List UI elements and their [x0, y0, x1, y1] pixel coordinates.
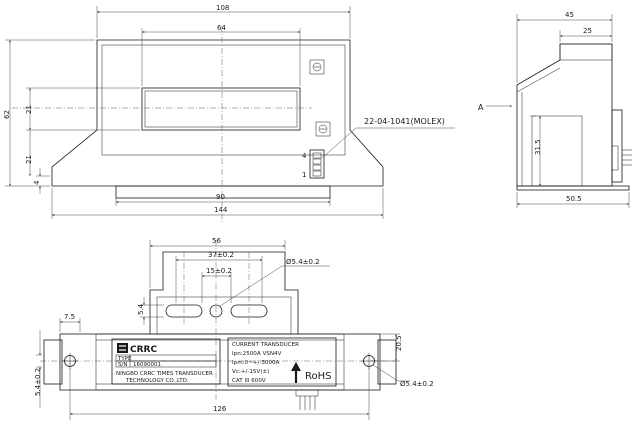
dim-base-depth: 50.5 [566, 195, 582, 203]
type-label: TYPE [117, 356, 132, 362]
molex-connector-icon [309, 149, 325, 179]
housing-outline [51, 39, 384, 187]
spec-line-2: Ipm:0~+/-3000A [232, 360, 280, 366]
brand-name: CRRC [130, 345, 157, 355]
dim-slot-pitch: 37±0.2 [208, 251, 234, 259]
sn-label: S/N [118, 362, 127, 368]
aperture-window [141, 87, 301, 131]
front-view: 4 1 22-04-1041(MOLEX) 108 64 62 21 21 [3, 4, 455, 222]
left-ear [43, 339, 63, 385]
aperture-inner [144, 90, 298, 128]
side-view: A 45 25 31.5 50.5 [478, 11, 632, 208]
connector-leader-line [321, 127, 455, 159]
label-plate: CRRC TYPE S/N 16090001 NINGBO CRRC TIMES… [111, 338, 221, 385]
dim-mount-spacing: 126 [213, 405, 227, 413]
current-direction-arrow-icon [291, 362, 301, 383]
dim-window-width: 64 [217, 24, 226, 32]
company-line-2: TECHNOLOGY CO.,LTD. [125, 378, 189, 384]
dim-right-hole: Ø5.4±0.2 [400, 380, 434, 388]
spec-plate: CURRENT TRANSDUCER Ipn:2500A VSN4V Ipm:0… [227, 337, 337, 387]
bottom-view: CRRC TYPE S/N 16090001 NINGBO CRRC TIMES… [34, 237, 434, 420]
dim-foot-height: 4 [33, 180, 41, 185]
sn-value: 16090001 [133, 362, 161, 368]
dim-lower-height: 21 [25, 155, 33, 164]
dim-top-depth: 25 [583, 27, 592, 35]
connector-pin-4-label: 4 [302, 152, 307, 160]
dim-slot-span: 56 [212, 237, 221, 245]
spec-line-3: Vc:+/-15V(±) [232, 369, 269, 375]
dim-edge-offset: 7.5 [64, 313, 75, 321]
dim-total-width: 108 [216, 4, 229, 12]
rohs-mark: RoHS [305, 371, 331, 382]
dim-right-height: 20.5 [395, 335, 403, 351]
side-terminal-icon [611, 109, 632, 183]
dim-left-hole: 5.4±0.2 [34, 368, 42, 396]
connector-callout: 22-04-1041(MOLEX) [364, 117, 445, 126]
company-line-1: NINGBO CRRC TIMES TRANSDUCER [116, 371, 213, 377]
dim-body-height: 31.5 [534, 139, 542, 155]
spec-line-4: CAT III 600V [232, 378, 266, 384]
dim-height: 62 [3, 110, 11, 119]
dim-total-base: 144 [214, 206, 228, 214]
dim-hole-spacing: 15±0.2 [206, 267, 232, 275]
dim-window-height: 21 [25, 105, 33, 114]
crrc-logo-icon [117, 343, 128, 353]
spec-title: CURRENT TRANSDUCER [232, 342, 299, 348]
housing-inner-frame [101, 44, 346, 156]
view-label-a: A [478, 103, 484, 112]
base-foot [115, 185, 331, 199]
left-mount-hole-icon [62, 353, 78, 369]
dim-total-depth: 45 [565, 11, 574, 19]
side-base-plate [516, 185, 630, 191]
dim-slot-hole: Ø5.4±0.2 [286, 258, 320, 266]
dim-slot-depth: 5.4 [137, 303, 145, 315]
spec-line-1: Ipn:2500A VSN4V [232, 351, 282, 357]
dim-base-width: 90 [216, 193, 225, 201]
screw-bottom-icon [315, 121, 331, 137]
connector-pin-1-label: 1 [302, 171, 306, 179]
screw-top-icon [309, 59, 325, 75]
top-bracket-outline [149, 251, 299, 334]
right-ear [377, 339, 397, 385]
side-body-outline [516, 43, 613, 187]
